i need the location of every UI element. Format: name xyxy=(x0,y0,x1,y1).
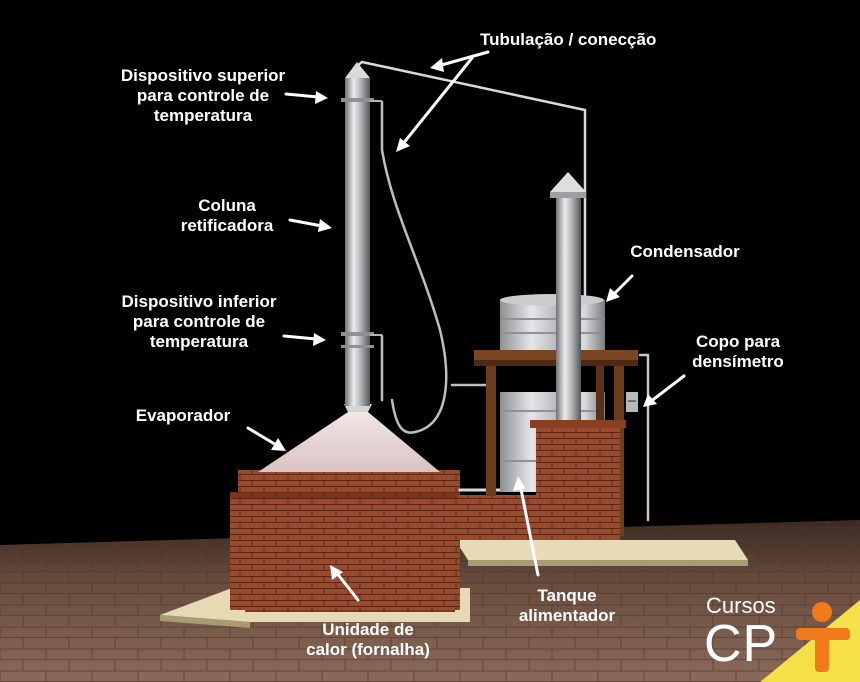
logo-word: Cursos xyxy=(706,593,776,618)
arrow-coluna xyxy=(288,218,332,232)
label-tubulacao: Tubulação / conecção xyxy=(480,30,657,49)
arrow-dispositivo-superior xyxy=(284,91,328,104)
label-condensador: Condensador xyxy=(630,242,740,261)
arrow-dispositivo-inferior xyxy=(282,333,326,346)
arrow-copo xyxy=(643,374,686,407)
label-coluna-retificadora: Coluna retificadora xyxy=(180,196,274,235)
arrow-tubulacao-2 xyxy=(396,56,474,152)
arrow-condensador xyxy=(606,274,634,302)
logo-corner-shape xyxy=(760,600,860,682)
arrow-tubulacao-1 xyxy=(430,50,490,72)
person-icon xyxy=(796,602,850,672)
label-evaporador: Evaporador xyxy=(135,406,231,425)
label-dispositivo-inferior: Dispositivo inferior para controle de te… xyxy=(121,292,277,351)
arrow-tanque xyxy=(513,476,540,577)
rectifying-column xyxy=(341,62,382,406)
connection-pipes xyxy=(355,60,650,522)
arrow-unidade xyxy=(330,565,360,602)
densimeter-cup xyxy=(626,392,638,412)
label-unidade-calor: Unidade de calor (fornalha) xyxy=(306,620,430,659)
condenser-column xyxy=(550,172,586,428)
label-copo-densimetro: Copo para densímetro xyxy=(692,332,784,371)
label-dispositivo-superior: Dispositivo superior para controle de te… xyxy=(120,66,286,125)
logo-letters: CP xyxy=(704,615,779,673)
evaporator-cone xyxy=(258,404,440,472)
callout-arrows xyxy=(246,50,686,602)
arrow-evaporador xyxy=(246,426,286,451)
label-tanque-alimentador: Tanque alimentador xyxy=(518,586,616,625)
furnace-brickwork xyxy=(230,470,538,610)
feed-tank-brickwork xyxy=(530,420,626,540)
